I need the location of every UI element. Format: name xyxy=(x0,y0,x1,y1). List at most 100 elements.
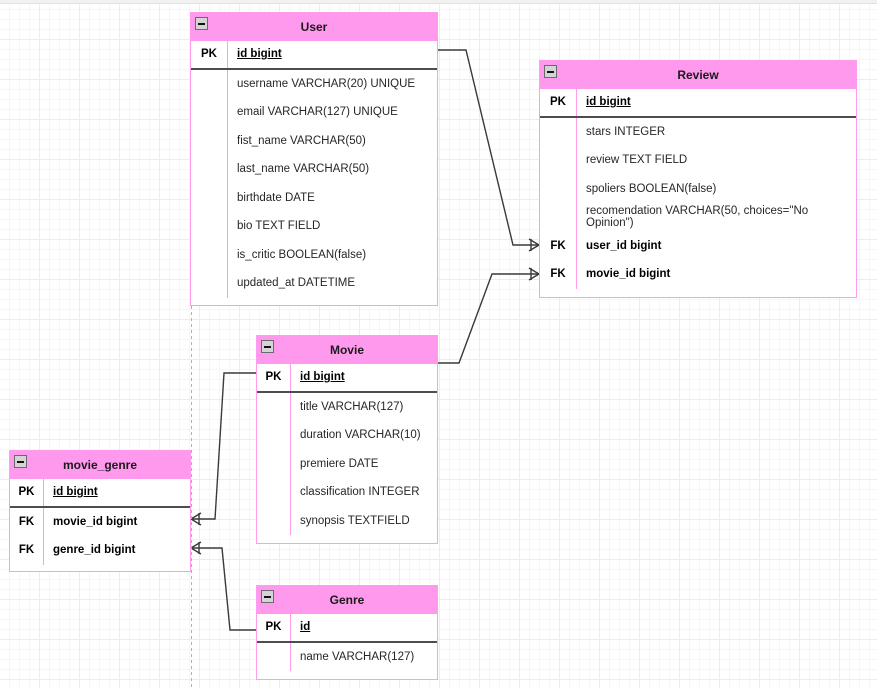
field-key: PK xyxy=(265,621,282,634)
field-name: user_id bigint xyxy=(586,239,662,252)
field-key xyxy=(191,127,227,156)
field-name: email VARCHAR(127) UNIQUE xyxy=(237,106,398,119)
field-name: name VARCHAR(127) xyxy=(300,650,415,663)
table-row[interactable]: PK id bigint xyxy=(540,89,856,118)
table-row[interactable]: last_name VARCHAR(50) xyxy=(191,155,437,184)
field-name: title VARCHAR(127) xyxy=(300,400,404,413)
connector-user-review xyxy=(438,49,540,252)
table-row[interactable]: PK id xyxy=(257,614,437,643)
minus-box-icon[interactable] xyxy=(261,590,274,603)
field-key: PK xyxy=(550,96,566,109)
field-key: FK xyxy=(550,268,566,281)
field-key xyxy=(540,118,576,147)
field-name: updated_at DATETIME xyxy=(237,277,356,290)
minus-box-icon[interactable] xyxy=(14,455,27,468)
entity-movie-genre-title: movie_genre xyxy=(62,458,138,472)
entity-movie[interactable]: Movie PK id bigint title VARCHAR(127) du… xyxy=(256,335,438,544)
entity-padding xyxy=(257,535,437,541)
field-key: FK xyxy=(550,239,566,252)
table-row[interactable]: FK movie_id bigint xyxy=(10,508,190,537)
entity-padding xyxy=(540,289,856,295)
table-row[interactable]: synopsis TEXTFIELD xyxy=(257,507,437,536)
field-name: username VARCHAR(20) UNIQUE xyxy=(237,77,416,90)
table-row[interactable]: username VARCHAR(20) UNIQUE xyxy=(191,70,437,99)
field-name: movie_id bigint xyxy=(586,268,671,281)
entity-movie-genre-body: PK id bigint FK movie_id bigint FK genre… xyxy=(10,479,190,571)
entity-movie-column-divider xyxy=(290,364,291,535)
entity-movie-body: PK id bigint title VARCHAR(127) duration… xyxy=(257,364,437,541)
field-name: premiere DATE xyxy=(300,457,379,470)
entity-padding xyxy=(191,298,437,304)
entity-user-body: PK id bigint username VARCHAR(20) UNIQUE… xyxy=(191,41,437,304)
table-row[interactable]: spoliers BOOLEAN(false) xyxy=(540,175,856,204)
table-row[interactable]: title VARCHAR(127) xyxy=(257,393,437,422)
table-row[interactable]: FK movie_id bigint xyxy=(540,260,856,289)
field-name: id bigint xyxy=(586,96,631,109)
field-key xyxy=(257,507,290,536)
field-name: genre_id bigint xyxy=(53,544,136,557)
entity-genre-title: Genre xyxy=(329,593,365,607)
entity-review[interactable]: Review PK id bigint stars INTEGER review… xyxy=(539,60,857,298)
table-row[interactable]: PK id bigint xyxy=(191,41,437,70)
entity-movie-header: Movie xyxy=(257,336,437,364)
table-row[interactable]: fist_name VARCHAR(50) xyxy=(191,127,437,156)
table-row[interactable]: bio TEXT FIELD xyxy=(191,212,437,241)
field-key xyxy=(257,478,290,507)
table-row[interactable]: birthdate DATE xyxy=(191,184,437,213)
entity-user-title: User xyxy=(300,20,328,34)
field-key: PK xyxy=(201,48,217,61)
minus-box-icon[interactable] xyxy=(544,65,557,78)
entity-genre-body: PK id name VARCHAR(127) xyxy=(257,614,437,677)
field-key xyxy=(257,421,290,450)
table-row[interactable]: FK genre_id bigint xyxy=(10,536,190,565)
field-key xyxy=(191,155,227,184)
entity-review-title: Review xyxy=(677,68,719,82)
entity-user-header: User xyxy=(191,13,437,41)
entity-movie-genre-column-divider xyxy=(43,479,44,565)
entity-movie-title: Movie xyxy=(329,343,364,357)
field-name: id bigint xyxy=(300,371,345,384)
field-name: birthdate DATE xyxy=(237,191,315,204)
entity-movie-genre[interactable]: movie_genre PK id bigint FK movie_id big… xyxy=(9,450,191,572)
table-row[interactable]: premiere DATE xyxy=(257,450,437,479)
field-name: synopsis TEXTFIELD xyxy=(300,514,410,527)
entity-padding xyxy=(10,565,190,571)
field-key: PK xyxy=(18,486,35,499)
table-row[interactable]: email VARCHAR(127) UNIQUE xyxy=(191,98,437,127)
table-row[interactable]: FK user_id bigint xyxy=(540,232,856,261)
field-key xyxy=(540,203,576,232)
table-row[interactable]: PK id bigint xyxy=(10,479,190,508)
entity-review-body: PK id bigint stars INTEGER review TEXT F… xyxy=(540,89,856,295)
entity-genre-header: Genre xyxy=(257,586,437,614)
table-row[interactable]: recomendation VARCHAR(50, choices="No Op… xyxy=(540,203,856,232)
entity-user[interactable]: User PK id bigint username VARCHAR(20) U… xyxy=(190,12,438,306)
entity-genre[interactable]: Genre PK id name VARCHAR(127) xyxy=(256,585,438,680)
field-key xyxy=(191,212,227,241)
field-name: review TEXT FIELD xyxy=(586,154,688,167)
field-key xyxy=(191,241,227,270)
field-name: last_name VARCHAR(50) xyxy=(237,163,370,176)
entity-user-column-divider xyxy=(227,41,228,298)
field-key: FK xyxy=(18,544,35,557)
entity-genre-column-divider xyxy=(290,614,291,671)
field-name: bio TEXT FIELD xyxy=(237,220,321,233)
field-key xyxy=(540,175,576,204)
minus-box-icon[interactable] xyxy=(195,17,208,30)
entity-review-column-divider xyxy=(576,89,577,289)
field-name: classification INTEGER xyxy=(300,486,420,499)
entity-review-header: Review xyxy=(540,61,856,89)
field-key xyxy=(191,70,227,99)
table-row[interactable]: classification INTEGER xyxy=(257,478,437,507)
table-row[interactable]: review TEXT FIELD xyxy=(540,146,856,175)
field-key: FK xyxy=(18,515,35,528)
field-name: id xyxy=(300,621,311,634)
table-row[interactable]: name VARCHAR(127) xyxy=(257,643,437,672)
minus-box-icon[interactable] xyxy=(261,340,274,353)
table-row[interactable]: stars INTEGER xyxy=(540,118,856,147)
field-name: movie_id bigint xyxy=(53,515,138,528)
table-row[interactable]: duration VARCHAR(10) xyxy=(257,421,437,450)
table-row[interactable]: is_critic BOOLEAN(false) xyxy=(191,241,437,270)
table-row[interactable]: PK id bigint xyxy=(257,364,437,393)
table-row[interactable]: updated_at DATETIME xyxy=(191,269,437,298)
